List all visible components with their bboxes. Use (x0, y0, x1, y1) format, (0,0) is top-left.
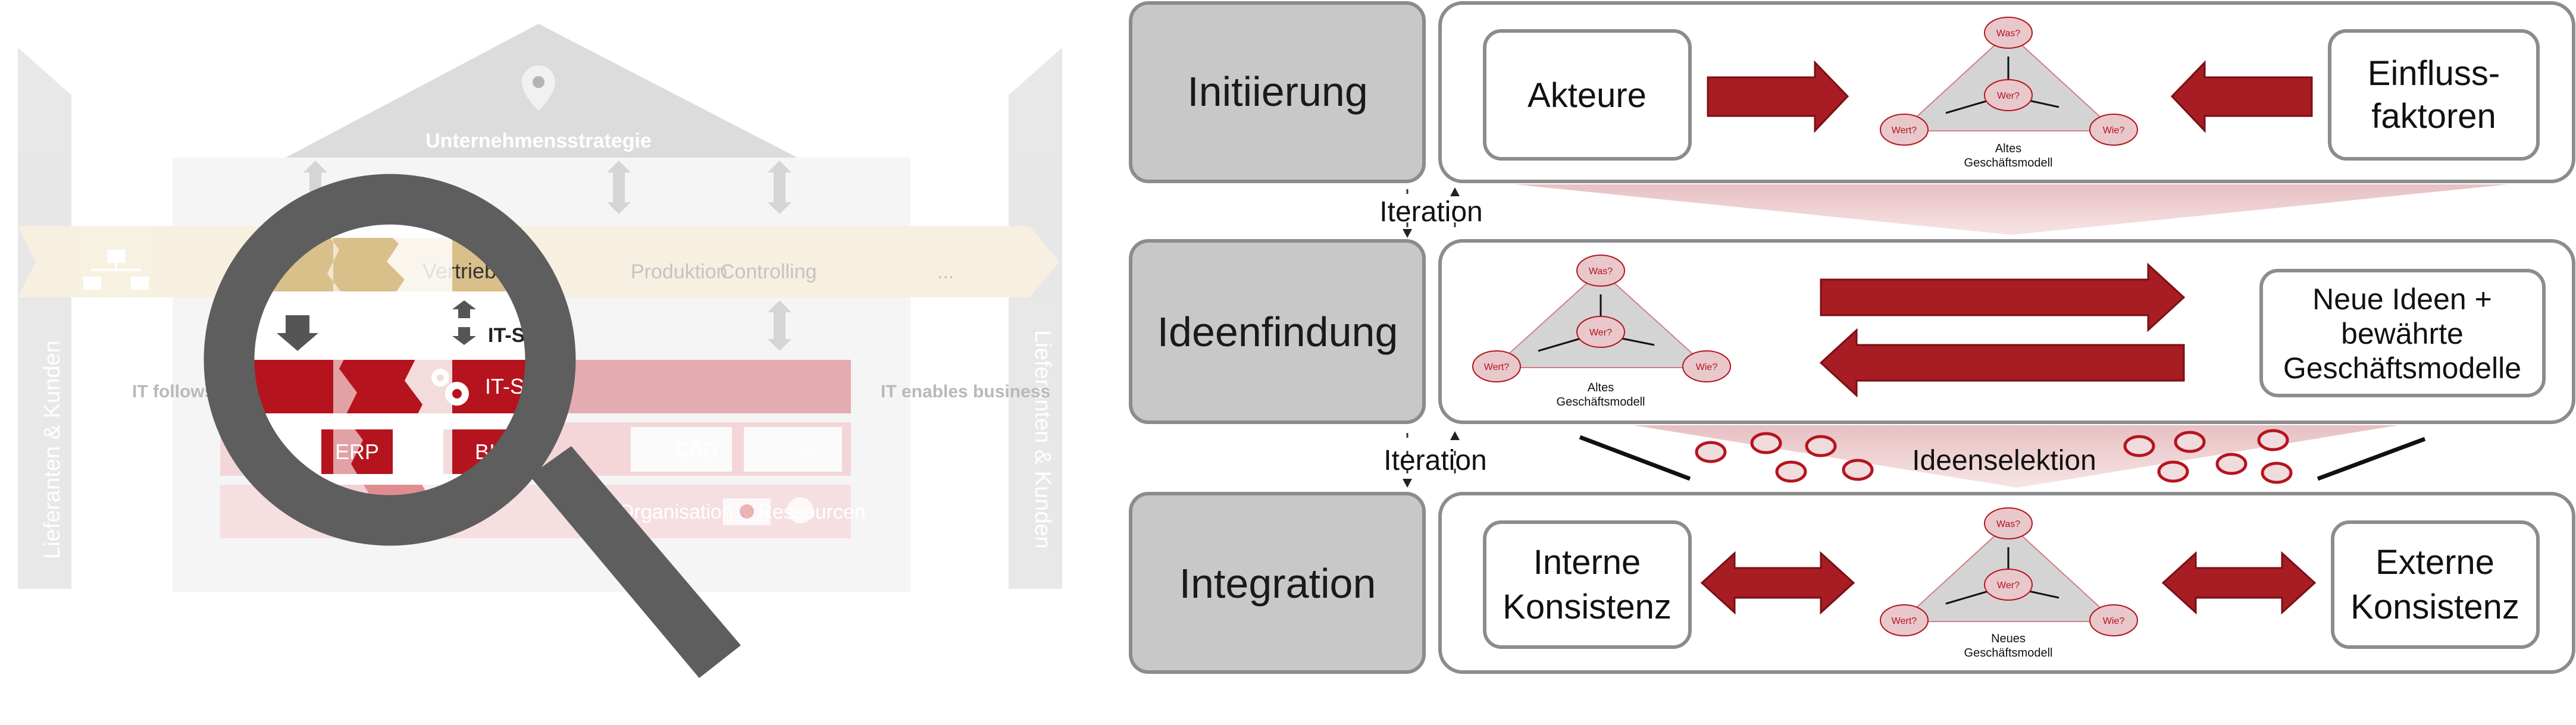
org-chart-icon (83, 250, 149, 290)
label-einflussfaktoren-1: Einfluss- (2368, 54, 2500, 93)
money-icon (723, 497, 813, 525)
triangle3-left: Wert? (1892, 616, 1917, 626)
business-model-triangle-1: Was? Wer? Wert? Wie? Altes Geschäftsmode… (1880, 17, 2138, 170)
arrow-akteure-right (1707, 60, 1849, 133)
triangle1-caption-1: Altes (1995, 142, 2021, 155)
right-pillar (1009, 48, 1062, 589)
strategy-label: Unternehmensstrategie (425, 130, 652, 152)
triangle1-caption-2: Geschäftsmodell (1964, 156, 2053, 170)
arrow-einfluss-left (2170, 60, 2313, 133)
more-systems-box (744, 427, 842, 472)
phase-box-ideenfindung (1129, 239, 1426, 424)
funnel-initiierung (1514, 184, 2508, 235)
triangle3-top: Was? (1996, 519, 2020, 529)
label-akteure: Akteure (1528, 76, 1647, 115)
iteration-marker-1: Iteration (1379, 187, 1483, 238)
triangle2-caption-2: Geschäftsmodell (1557, 396, 1645, 409)
label-externe-2: Konsistenz (2350, 588, 2519, 626)
arrow-ideas-right (1820, 262, 2186, 332)
phase-column: Initiierung Ideenfindung Integration (1129, 1, 1426, 674)
system-label-more: ... (798, 439, 815, 462)
arrow-ideas-left (1819, 328, 2185, 398)
triangle3-caption-2: Geschäftsmodell (1964, 646, 2053, 660)
side-label-right: Lieferanten & Kunden (1030, 330, 1055, 549)
phase-label-integration: Integration (1179, 560, 1376, 607)
triangle2-center: Wer? (1589, 328, 1612, 338)
label-neue-ideen-3: Geschäftsmodelle (2283, 351, 2521, 385)
arrow-interne-bidirectional (1700, 551, 1855, 615)
it-enables-business-note: IT enables business (881, 382, 1050, 401)
triangle2-right: Wie? (1696, 362, 1718, 372)
business-model-triangle-3: Was? Wer? Wert? Wie? Neues Geschäftsmode… (1880, 507, 2138, 660)
triangle1-top: Was? (1996, 29, 2020, 39)
triangle3-center: Wer? (1997, 580, 2020, 591)
phase-box-integration (1129, 492, 1426, 674)
triangle1-left: Wert? (1892, 125, 1917, 136)
system-label-cad: CAD (675, 439, 718, 462)
box-neue-ideen (2259, 269, 2546, 397)
label-neue-ideen-2: bewährte (2341, 317, 2464, 350)
box-akteure (1483, 29, 1692, 161)
iteration-label-2: Iteration (1384, 445, 1486, 476)
left-pillar (18, 48, 71, 589)
triangle2-top: Was? (1589, 266, 1613, 277)
box-interne-konsistenz (1483, 520, 1692, 649)
cad-box (631, 427, 732, 472)
business-model-triangle-2: Was? Wer? Wert? Wie? Altes Geschäftsmode… (1472, 255, 1731, 409)
triangle1-center: Wer? (1997, 91, 2020, 101)
box-einflussfaktoren (2328, 29, 2540, 161)
triangle2-caption-1: Altes (1588, 381, 1614, 394)
triangle3-caption-1: Neues (1991, 632, 2026, 645)
label-interne-2: Konsistenz (1503, 588, 1672, 626)
triangle3-right: Wie? (2103, 616, 2125, 626)
label-externe-1: Externe (2375, 543, 2494, 582)
label-neue-ideen-1: Neue Ideen + (2312, 283, 2492, 316)
process-label-more: ... (937, 261, 954, 283)
arrow-externe-bidirectional (2161, 551, 2317, 615)
iteration-marker-2: Iteration (1384, 431, 1487, 488)
process-label-production: Produktion (631, 261, 728, 283)
box-externe-konsistenz (2331, 520, 2540, 649)
phase-label-initiierung: Initiierung (1187, 68, 1368, 115)
idea-bubbles (1695, 429, 2293, 484)
triangle2-left: Wert? (1484, 362, 1509, 372)
it-strategy-house: Unternehmensstrategie Produktion Control… (18, 24, 1062, 678)
location-pin-icon (522, 65, 555, 111)
idea-selection: Ideenselektion (1579, 429, 2426, 484)
magnifier-icon (204, 174, 741, 678)
process-label-controlling: Controlling (720, 261, 817, 283)
phase-box-initiierung (1129, 1, 1426, 183)
side-label-left: Lieferanten & Kunden (40, 340, 65, 559)
label-ideenselektion: Ideenselektion (1912, 445, 2096, 476)
label-einflussfaktoren-2: faktoren (2371, 97, 2496, 136)
phase-label-ideenfindung: Ideenfindung (1157, 309, 1398, 355)
label-interne-1: Interne (1533, 543, 1641, 582)
iteration-label-1: Iteration (1379, 196, 1482, 228)
triangle1-right: Wie? (2103, 125, 2125, 136)
